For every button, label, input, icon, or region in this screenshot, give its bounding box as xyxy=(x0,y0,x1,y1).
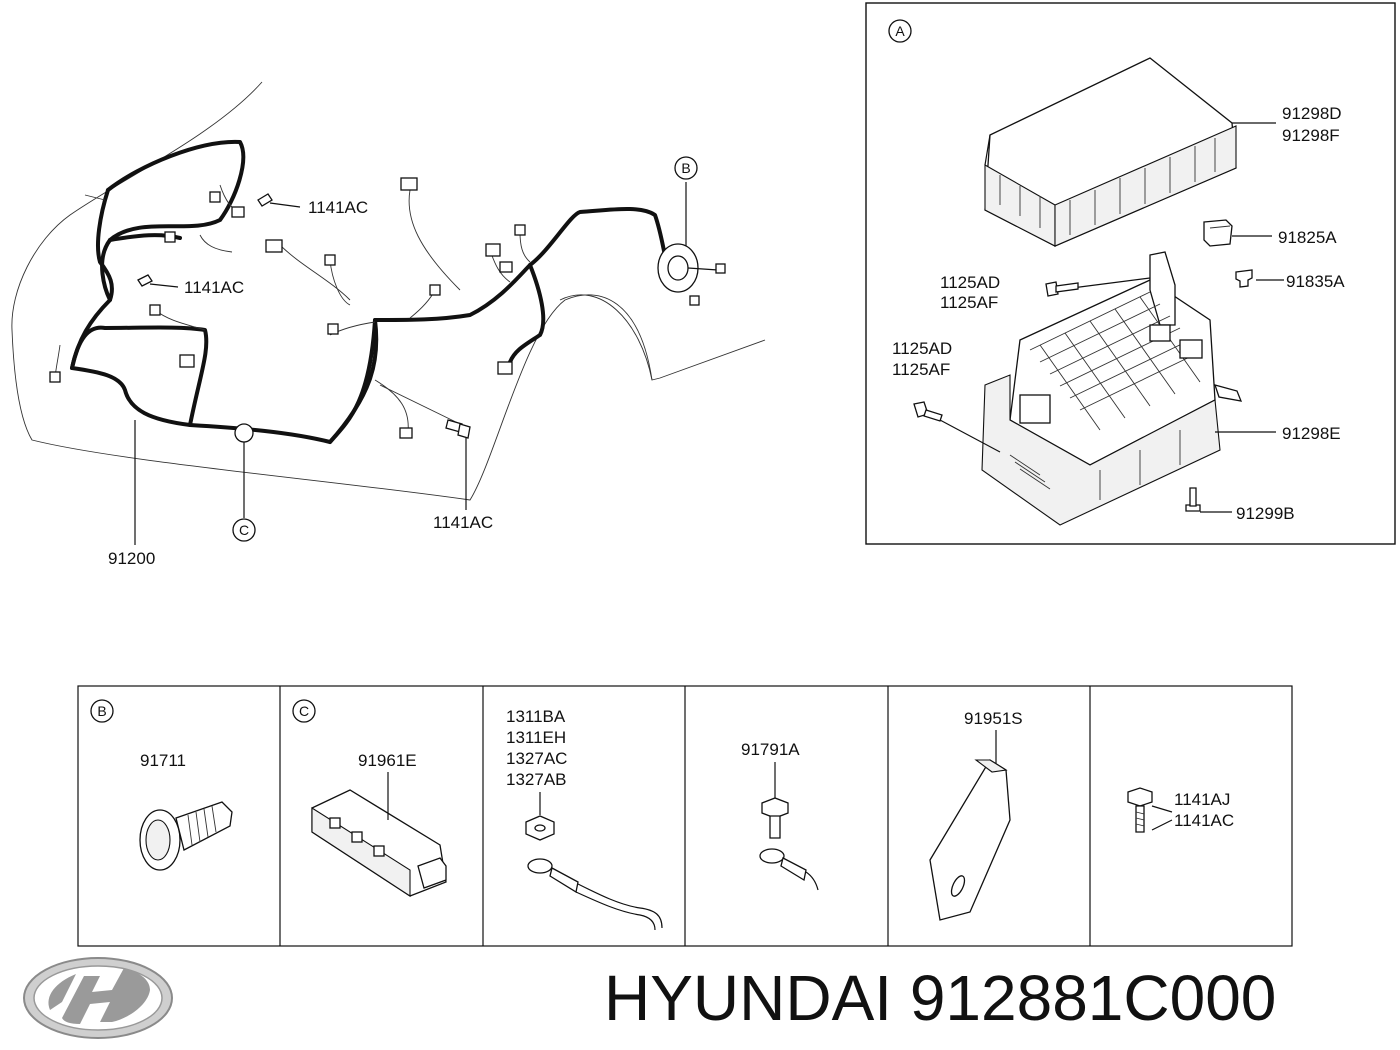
cell-label: 91961E xyxy=(358,751,417,770)
part-number: 912881C000 xyxy=(909,962,1277,1034)
brand-name: HYUNDAI xyxy=(604,962,893,1034)
label-box: 91298E xyxy=(1282,424,1341,443)
cell-label: 91951S xyxy=(964,709,1023,728)
label-harness: 91200 xyxy=(108,549,155,568)
cell-label: 1141AJ xyxy=(1174,790,1230,809)
cell-callout-b: B xyxy=(97,703,106,719)
callout-b: B xyxy=(681,160,690,176)
nut-icon xyxy=(525,815,555,841)
ground-cable-icon xyxy=(759,848,819,891)
label-cover-1: 91298D xyxy=(1282,104,1342,123)
label-bolt-upper: 1141AC xyxy=(308,198,368,217)
fuse-icon xyxy=(1235,269,1284,288)
fuse-box-cover xyxy=(984,57,1276,247)
bolt-icon xyxy=(1127,787,1153,833)
part-title: HYUNDAI 912881C000 xyxy=(604,958,1276,1038)
callout-a: A xyxy=(895,23,905,39)
table-cell-4: 91791A xyxy=(741,740,819,891)
callout-b-circle xyxy=(674,156,698,180)
label-relay: 91825A xyxy=(1278,228,1337,247)
bracket-icon xyxy=(929,759,1011,921)
screw-icon xyxy=(1185,487,1232,513)
label-bolt-lower: 1141AC xyxy=(433,513,493,532)
cell-label: 1141AC xyxy=(1174,811,1234,830)
cell-label: 1327AB xyxy=(506,770,567,789)
cell-label: 1311EH xyxy=(506,728,566,747)
bolt-icon xyxy=(761,797,789,839)
cell-callout-c: C xyxy=(299,703,309,719)
fuse-box-body xyxy=(981,251,1276,526)
callout-c-circle xyxy=(232,518,256,542)
hyundai-logo-icon xyxy=(23,957,173,1039)
table-cell-6: 1141AJ 1141AC xyxy=(1127,787,1234,833)
table-cell-5: 91951S xyxy=(929,709,1023,921)
bolt-icon xyxy=(1045,281,1079,297)
body-outline xyxy=(11,81,766,501)
label-fuse: 91835A xyxy=(1286,272,1345,291)
bolt-icon xyxy=(137,274,179,288)
label-screw: 91299B xyxy=(1236,504,1295,523)
cell-label: 1311BA xyxy=(506,707,566,726)
cell-label: 1327AC xyxy=(506,749,567,768)
label-bolt-middle: 1141AC xyxy=(184,278,244,297)
label-bolt-upper-1: 1125AD xyxy=(940,273,1000,292)
bolt-icon xyxy=(445,419,471,510)
ground-cable-icon xyxy=(527,858,663,931)
callout-c: C xyxy=(239,522,249,538)
cell-label: 91711 xyxy=(140,751,186,770)
inset-a: A xyxy=(865,2,1396,545)
wire-harness xyxy=(70,139,670,444)
clip-icon xyxy=(311,772,447,898)
parts-table: B 91711 C 91961E xyxy=(77,685,1293,947)
relay-icon xyxy=(1203,219,1272,247)
label-bolt-lower-1: 1125AD xyxy=(892,339,952,358)
bolt-icon xyxy=(257,193,301,208)
grommet-icon xyxy=(139,801,233,871)
label-bolt-upper-2: 1125AF xyxy=(940,293,998,312)
label-bolt-lower-2: 1125AF xyxy=(892,360,950,379)
table-cell-b: B 91711 xyxy=(90,699,233,871)
table-cell-c: C 91961E xyxy=(292,699,447,898)
label-cover-2: 91298F xyxy=(1282,126,1340,145)
bolt-icon xyxy=(913,401,1001,453)
table-cell-3: 1311BA 1311EH 1327AC 1327AB xyxy=(506,707,663,931)
cell-label: 91791A xyxy=(741,740,800,759)
main-harness-diagram: B C 1141AC 1141AC 1141AC 91200 xyxy=(11,81,766,568)
